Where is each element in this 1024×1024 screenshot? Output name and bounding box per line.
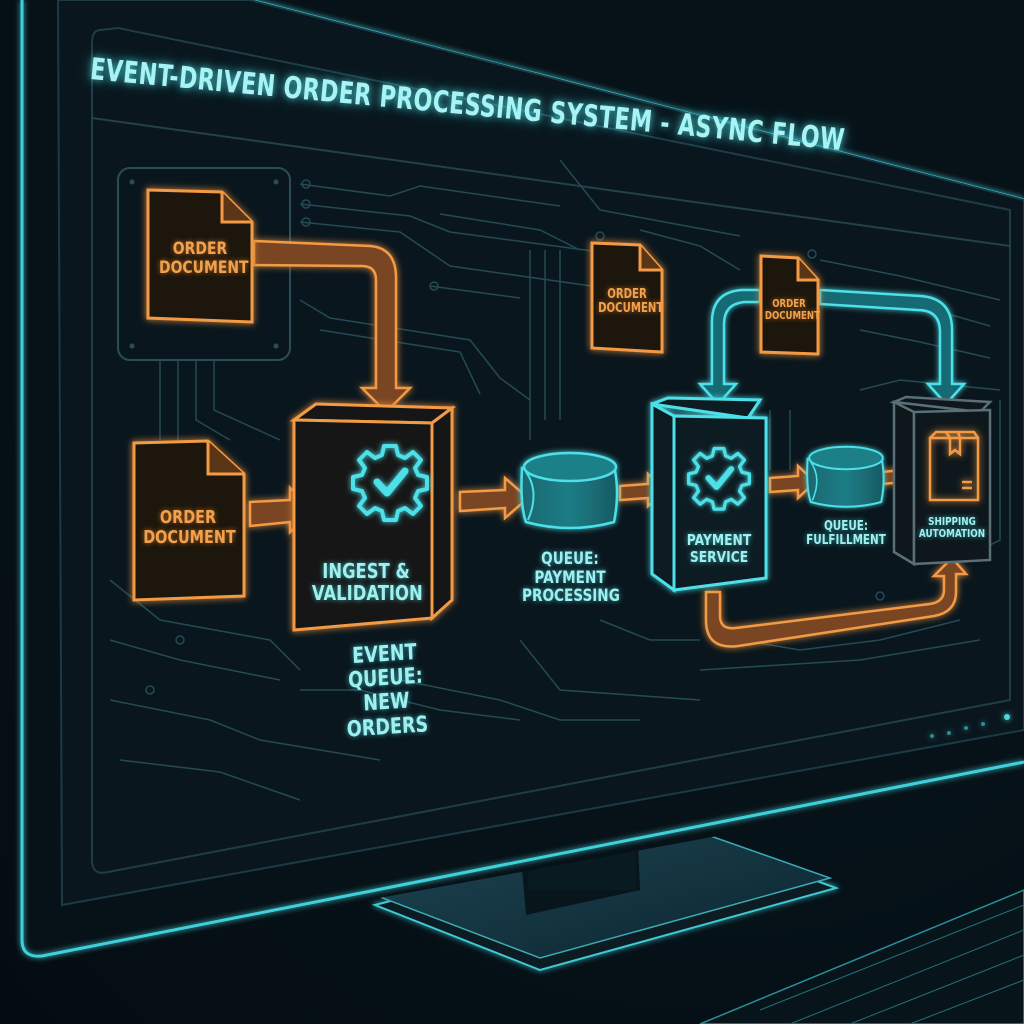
node-label-line1: EVENT QUEUE: bbox=[347, 639, 424, 694]
doc-label-line2: DOCUMENT bbox=[598, 301, 664, 317]
document-icons bbox=[132, 188, 820, 602]
node-label-line2: VALIDATION bbox=[311, 581, 423, 605]
order-document-left[interactable]: ORDER DOCUMENT bbox=[143, 507, 236, 548]
shipping-box bbox=[889, 395, 993, 567]
queue-payment-processing-node[interactable]: QUEUE: PAYMENT PROCESSING bbox=[522, 549, 620, 607]
node-label-line2: NEW ORDERS bbox=[346, 688, 429, 743]
node-label-line1: QUEUE: bbox=[823, 519, 869, 534]
cyan-arrows bbox=[697, 288, 967, 406]
doc-label-line2: DOCUMENT bbox=[143, 526, 236, 548]
event-queue-new-orders-label: EVENT QUEUE: NEW ORDERS bbox=[320, 639, 452, 744]
status-led bbox=[930, 734, 934, 738]
package-box-icon bbox=[928, 430, 980, 502]
doc-label-line1: ORDER bbox=[172, 239, 228, 259]
node-label-line2: FULFILLMENT bbox=[806, 533, 886, 549]
node-label-line2: SERVICE bbox=[689, 547, 749, 566]
node-label-line2: AUTOMATION bbox=[918, 527, 986, 541]
status-led bbox=[964, 726, 968, 730]
node-label-line1: PAYMENT bbox=[686, 531, 752, 549]
queue-fulfillment-node[interactable]: QUEUE: FULFILLMENT bbox=[806, 519, 886, 549]
node-label-line1: INGEST & bbox=[322, 559, 410, 583]
doc-label-line2: DOCUMENT bbox=[159, 257, 249, 278]
cylinder-queue-icon bbox=[806, 445, 885, 508]
payment-service-node[interactable]: PAYMENT SERVICE bbox=[680, 532, 757, 565]
doc-label-line1: ORDER bbox=[772, 297, 806, 310]
power-led[interactable] bbox=[1004, 714, 1010, 720]
status-led bbox=[947, 731, 951, 735]
doc-label-line2: DOCUMENT bbox=[764, 309, 820, 323]
order-document-top[interactable]: ORDER DOCUMENT bbox=[159, 239, 249, 278]
gear-check-icon bbox=[351, 444, 429, 522]
node-label-line1: QUEUE: bbox=[541, 549, 599, 569]
doc-label-line1: ORDER bbox=[159, 507, 217, 528]
gear-check-icon bbox=[687, 446, 751, 511]
cylinder-queue-icon bbox=[520, 451, 619, 530]
node-label-line1: SHIPPING bbox=[928, 515, 976, 528]
ingest-box bbox=[289, 402, 457, 632]
ingest-validation-node[interactable]: INGEST & VALIDATION bbox=[311, 559, 423, 605]
node-label-line2: PAYMENT bbox=[534, 567, 606, 588]
doc-label-line1: ORDER bbox=[607, 287, 647, 302]
status-led bbox=[981, 722, 985, 726]
order-document-mid[interactable]: ORDER DOCUMENT bbox=[598, 287, 664, 317]
shipping-automation-node[interactable]: SHIPPING AUTOMATION bbox=[918, 515, 986, 541]
order-document-right[interactable]: ORDER DOCUMENT bbox=[764, 297, 820, 323]
keyboard bbox=[699, 889, 1024, 1024]
node-label-line3: PROCESSING bbox=[522, 586, 620, 607]
screen bbox=[56, 0, 1024, 907]
